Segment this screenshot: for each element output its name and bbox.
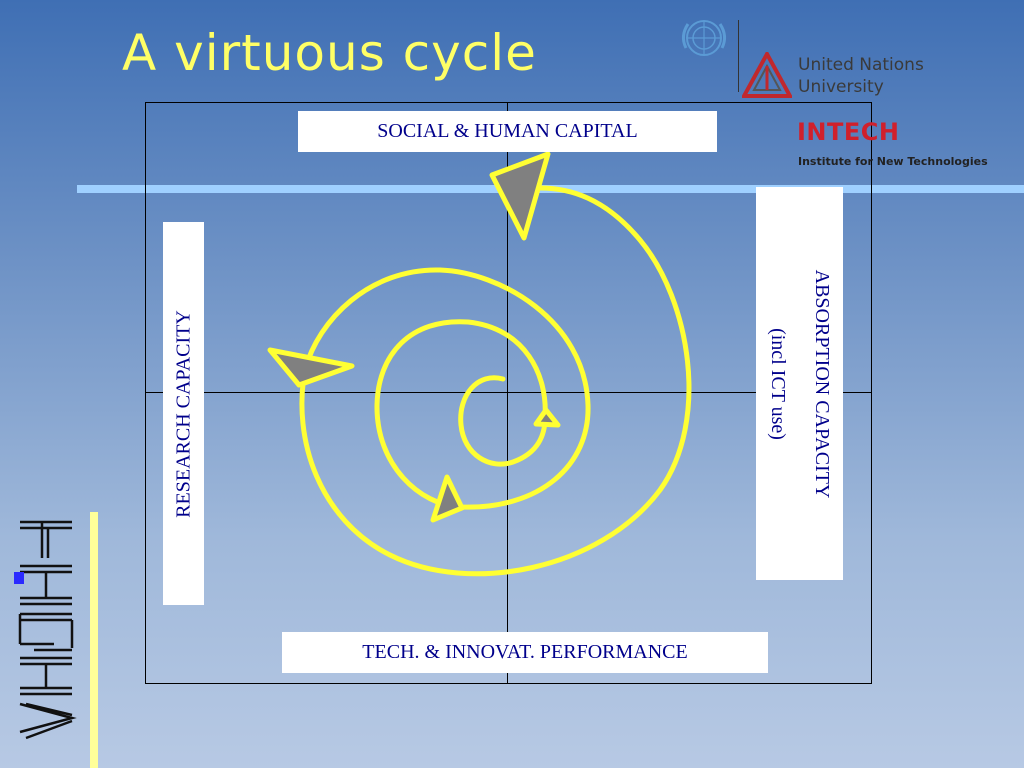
unu-name: United Nations University	[798, 54, 924, 98]
diagram-frame	[145, 102, 872, 684]
absorption-capacity-note: (incl ICT use)	[766, 327, 789, 440]
unu-name-line1: United Nations	[798, 55, 924, 75]
absorption-capacity-box: ABSORPTION CAPACITY (incl ICT use)	[756, 187, 843, 580]
spiral-turn-inner	[458, 375, 548, 467]
left-accent-bar	[90, 512, 98, 768]
arrowhead-left	[267, 347, 355, 388]
research-capacity-box: RESEARCH CAPACITY	[163, 222, 204, 605]
tech-innovation-performance-label: TECH. & INNOVAT. PERFORMANCE	[282, 632, 768, 673]
social-human-capital-label: SOCIAL & HUMAN CAPITAL	[298, 111, 717, 152]
arrowhead-top	[489, 151, 551, 241]
spiral-turn-middle	[302, 267, 591, 510]
un-emblem-icon	[681, 20, 727, 56]
absorption-capacity-text: ABSORPTION CAPACITY (incl ICT use)	[756, 269, 844, 498]
arrowhead-middle	[430, 474, 465, 523]
arrowhead-inner	[533, 407, 561, 428]
absorption-capacity-label: ABSORPTION CAPACITY	[810, 269, 833, 498]
spiral-turn-outer	[299, 185, 692, 577]
intech-subtitle: Institute for New Technologies	[798, 155, 988, 168]
merit-logo-icon	[14, 520, 77, 740]
unu-name-line2: University	[798, 77, 884, 97]
unu-mark-icon	[742, 52, 792, 98]
research-capacity-label: RESEARCH CAPACITY	[172, 309, 194, 518]
intech-logo-text: INTECH	[797, 118, 900, 146]
logo-divider	[738, 20, 739, 92]
slide-title: A virtuous cycle	[122, 24, 537, 82]
horizontal-axis	[145, 392, 871, 393]
